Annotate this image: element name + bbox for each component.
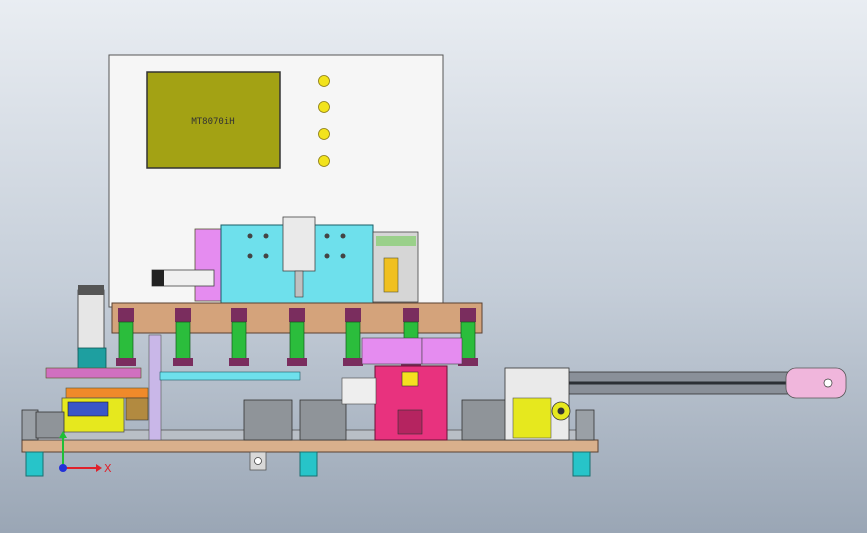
pink-block-left bbox=[361, 337, 423, 365]
mount-hole bbox=[254, 457, 262, 465]
indicator-light-4 bbox=[318, 155, 330, 167]
gripper-5 bbox=[343, 308, 363, 366]
indicator-light-3 bbox=[318, 128, 330, 140]
cylinder-cap bbox=[152, 270, 164, 286]
gray-block-1 bbox=[243, 399, 293, 441]
right-actuator bbox=[504, 367, 847, 441]
orange-rail bbox=[65, 387, 149, 399]
gripper-4 bbox=[287, 308, 307, 366]
yellow-side-plate bbox=[512, 397, 552, 439]
left-corner-post bbox=[21, 409, 39, 441]
vertical-cylinder-cap bbox=[78, 285, 104, 295]
blue-clamp bbox=[67, 401, 109, 417]
left-station bbox=[35, 285, 162, 441]
gray-block-2 bbox=[299, 399, 347, 441]
axis-x-label: X bbox=[104, 462, 112, 475]
pink-block-right bbox=[421, 337, 463, 365]
axis-x-arrow bbox=[96, 464, 102, 472]
hmi-screen-label: MT8070iH bbox=[191, 117, 234, 127]
pink-side-plate bbox=[194, 228, 222, 302]
center-rod bbox=[294, 270, 304, 298]
gripper-7 bbox=[458, 308, 478, 366]
lilac-column bbox=[148, 334, 162, 441]
teal-block bbox=[77, 347, 107, 371]
cyan-crossbar bbox=[159, 371, 301, 381]
hmi-screen bbox=[146, 71, 281, 169]
end-plate-hole bbox=[823, 378, 833, 388]
orange-stop-block bbox=[383, 257, 399, 293]
light-block bbox=[341, 377, 377, 405]
indicator-light-1 bbox=[318, 75, 330, 87]
gripper-2 bbox=[173, 308, 193, 366]
axis-z-dot bbox=[59, 464, 67, 472]
actuator-wheel-hub bbox=[557, 407, 565, 415]
foot-2 bbox=[299, 451, 318, 477]
cylinder-body bbox=[282, 216, 316, 272]
middle-station bbox=[159, 337, 513, 441]
upper-mechanism bbox=[151, 216, 419, 304]
axis-y-arrow bbox=[59, 431, 67, 438]
green-rail-strip bbox=[376, 236, 416, 246]
yellow-tab bbox=[401, 371, 419, 387]
base-plate bbox=[21, 439, 599, 453]
indicator-light-2 bbox=[318, 101, 330, 113]
carriage-bolts bbox=[247, 233, 346, 259]
gripper-3 bbox=[229, 308, 249, 366]
sensor-stack bbox=[125, 397, 149, 421]
gray-block-3 bbox=[461, 399, 513, 441]
right-corner-post bbox=[575, 409, 595, 441]
actuator-end-plate bbox=[785, 367, 847, 399]
foot-1 bbox=[25, 451, 44, 477]
pink-tray bbox=[45, 367, 142, 379]
left-gray-block bbox=[35, 411, 65, 439]
gripper-1 bbox=[116, 308, 136, 366]
axis-triad: X bbox=[59, 431, 112, 475]
hmi-indicator-lights bbox=[318, 75, 330, 167]
foot-3 bbox=[572, 451, 591, 477]
magenta-inner-square bbox=[397, 409, 423, 435]
vertical-cylinder bbox=[77, 289, 105, 351]
